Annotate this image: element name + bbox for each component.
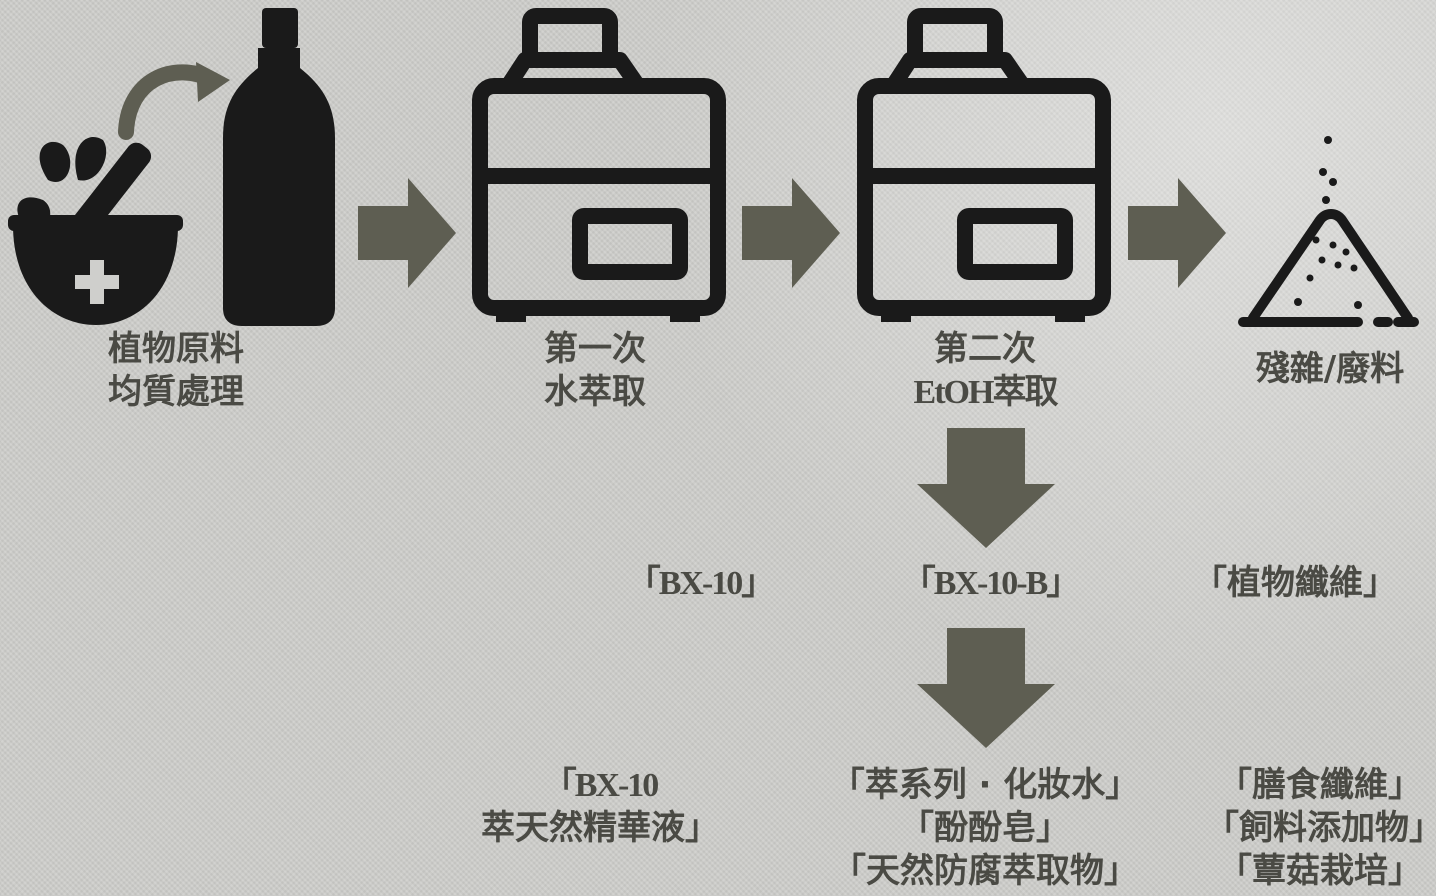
bottle-icon: [223, 8, 335, 326]
mortar-pestle-icon: [8, 62, 230, 325]
app-bx10b-line1: 「萃系列 · 化妝水」: [830, 765, 1140, 805]
step-raw-line2: 均質處理: [108, 372, 244, 412]
app-bx10-line2: 萃天然精華液」: [481, 808, 719, 848]
app-bx10b: 「萃系列 · 化妝水」 「酚酚皂」 「天然防腐萃取物」: [830, 764, 1140, 893]
product-fiber: 「植物纖維」: [1193, 563, 1397, 603]
step-first-line1: 第一次: [544, 329, 646, 369]
step-first-line2: 水萃取: [544, 372, 646, 412]
step-raw-label: 植物原料 均質處理: [96, 328, 256, 414]
app-fiber-line1: 「膳食纖維」: [1218, 765, 1422, 805]
step-raw-line1: 植物原料: [108, 329, 244, 369]
extraction-machine-icon: [472, 8, 726, 322]
app-bx10: 「BX-10 萃天然精華液」: [470, 764, 730, 850]
flow-arrow: [358, 178, 456, 288]
step-residue-label: 殘雜/廢料: [1240, 348, 1420, 391]
down-arrow: [917, 628, 1055, 748]
step-first-label: 第一次 水萃取: [515, 328, 675, 414]
product-bx10b: 「BX-10-B」: [901, 565, 1081, 602]
app-bx10b-line3: 「天然防腐萃取物」: [832, 851, 1138, 891]
product-bx10: 「BX-10」: [626, 565, 776, 602]
down-arrow: [917, 428, 1055, 548]
step-second-label: 第二次 EtOH萃取: [890, 328, 1080, 414]
flow-arrow: [1128, 178, 1226, 288]
app-bx10-line1: 「BX-10: [542, 767, 660, 804]
app-fiber-line3: 「蕈菇栽培」: [1218, 851, 1422, 891]
app-bx10b-line2: 「酚酚皂」: [900, 808, 1070, 848]
waste-pile-icon: [1238, 136, 1419, 327]
flow-arrow: [742, 178, 840, 288]
extraction-machine-icon: [857, 8, 1111, 322]
step-second-line2: EtOH萃取: [913, 374, 1059, 411]
step-second-line1: 第二次: [934, 329, 1036, 369]
app-fiber-line2: 「飼料添加物」: [1205, 808, 1436, 848]
app-fiber: 「膳食纖維」 「飼料添加物」 「蕈菇栽培」: [1205, 764, 1436, 893]
step-residue-line1: 殘雜/廢料: [1255, 349, 1405, 389]
